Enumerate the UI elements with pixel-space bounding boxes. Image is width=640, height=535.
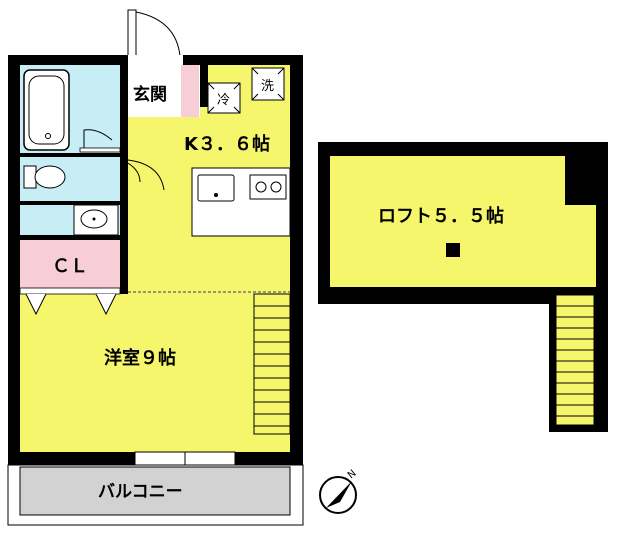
toilet-bowl — [34, 165, 66, 189]
loft-floor — [330, 156, 596, 287]
main-stairs — [253, 293, 291, 435]
entrance-door-swing — [135, 11, 181, 57]
entrance-door-frame — [127, 9, 137, 59]
closet-area — [20, 240, 120, 288]
entrance-step — [181, 65, 199, 117]
washer-label: 洗 — [261, 79, 274, 94]
compass-ring — [319, 476, 357, 514]
loft-hatch — [446, 243, 460, 257]
western-room-label: 洋室９帖 — [104, 347, 176, 369]
kitchen-label: K３．６帖 — [184, 133, 270, 155]
compass: N — [319, 468, 359, 514]
bathtub — [23, 69, 70, 151]
fridge-label: 冷 — [217, 93, 230, 108]
loft-label: ロフト５．５帖 — [378, 205, 504, 227]
loft-stairs — [555, 294, 595, 426]
compass-needle — [326, 481, 352, 508]
balcony-label: バルコニー — [98, 482, 183, 502]
toilet-tank — [23, 165, 37, 189]
balcony-floor — [19, 466, 291, 516]
closet-label: ＣＬ — [52, 256, 88, 277]
entrance-label: 玄関 — [133, 84, 167, 105]
western-room — [20, 292, 290, 452]
sink — [197, 174, 235, 202]
